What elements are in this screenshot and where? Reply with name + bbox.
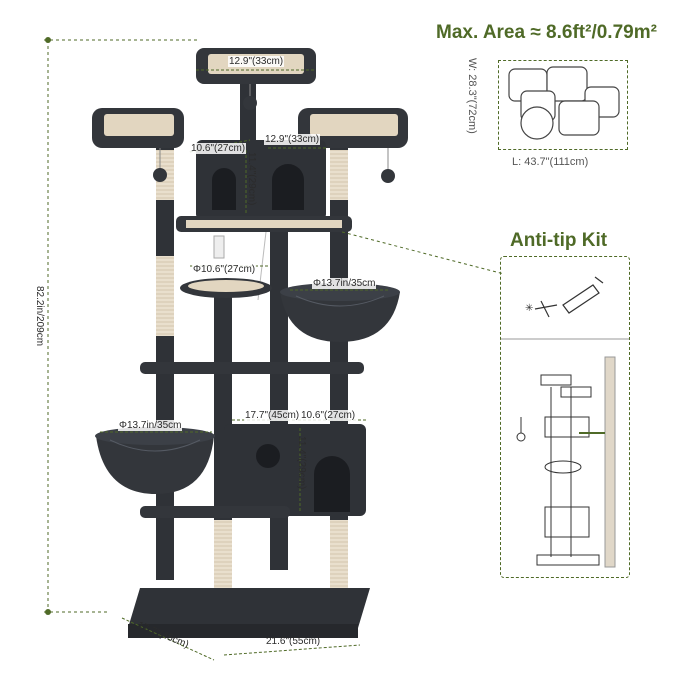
mini-cat-tree-icon: [516, 374, 600, 566]
anti-tip-panel: ✳: [500, 256, 630, 578]
anti-tip-title: Anti-tip Kit: [510, 230, 608, 251]
screw-icon: [534, 276, 604, 318]
top-perch-label: 12.9"(33cm): [228, 56, 285, 67]
lower-platform: [140, 506, 290, 518]
footprint-length-label: L: 43.7"(111cm): [512, 156, 589, 168]
lower-basket: [95, 427, 215, 494]
max-area-title: Max. Area ≈ 8.6ft²/0.79m²: [436, 22, 657, 43]
middle-platform: [140, 362, 364, 374]
upper-condo-height-label: 11.4"(29cm): [246, 152, 257, 206]
footprint-width-label: W: 28.3"(72cm): [466, 58, 478, 134]
upper-basket: [280, 283, 400, 342]
lower-condo-height-label: 11.4"(29cm): [296, 436, 307, 490]
lower-condo-width-label: 17.7"(45cm): [244, 410, 301, 421]
round-platform-label: Φ10.6"(27cm): [192, 264, 257, 275]
upper-basket-label: Φ13.7in/35cm: [312, 278, 377, 289]
anti-tip-illustration: ✳: [501, 276, 629, 568]
right-perch-label: 12.9"(33cm): [264, 134, 321, 145]
upper-condo: [196, 140, 326, 220]
base-width-label: 21.6"(55cm): [266, 636, 321, 647]
lower-condo-depth-label: 10.6"(27cm): [300, 410, 357, 421]
height-dimension-line: [44, 39, 200, 613]
footprint-diagram: [498, 60, 628, 150]
base: [128, 588, 370, 638]
left-perch-label: 10.6"(27cm): [190, 143, 247, 154]
lower-condo: [224, 424, 366, 516]
lower-basket-label: Φ13.7in/35cm: [118, 420, 183, 431]
total-height-label: 82.2in/209cm: [34, 286, 45, 347]
footprint-shapes-icon: [508, 66, 620, 140]
svg-text:✳: ✳: [525, 303, 533, 314]
